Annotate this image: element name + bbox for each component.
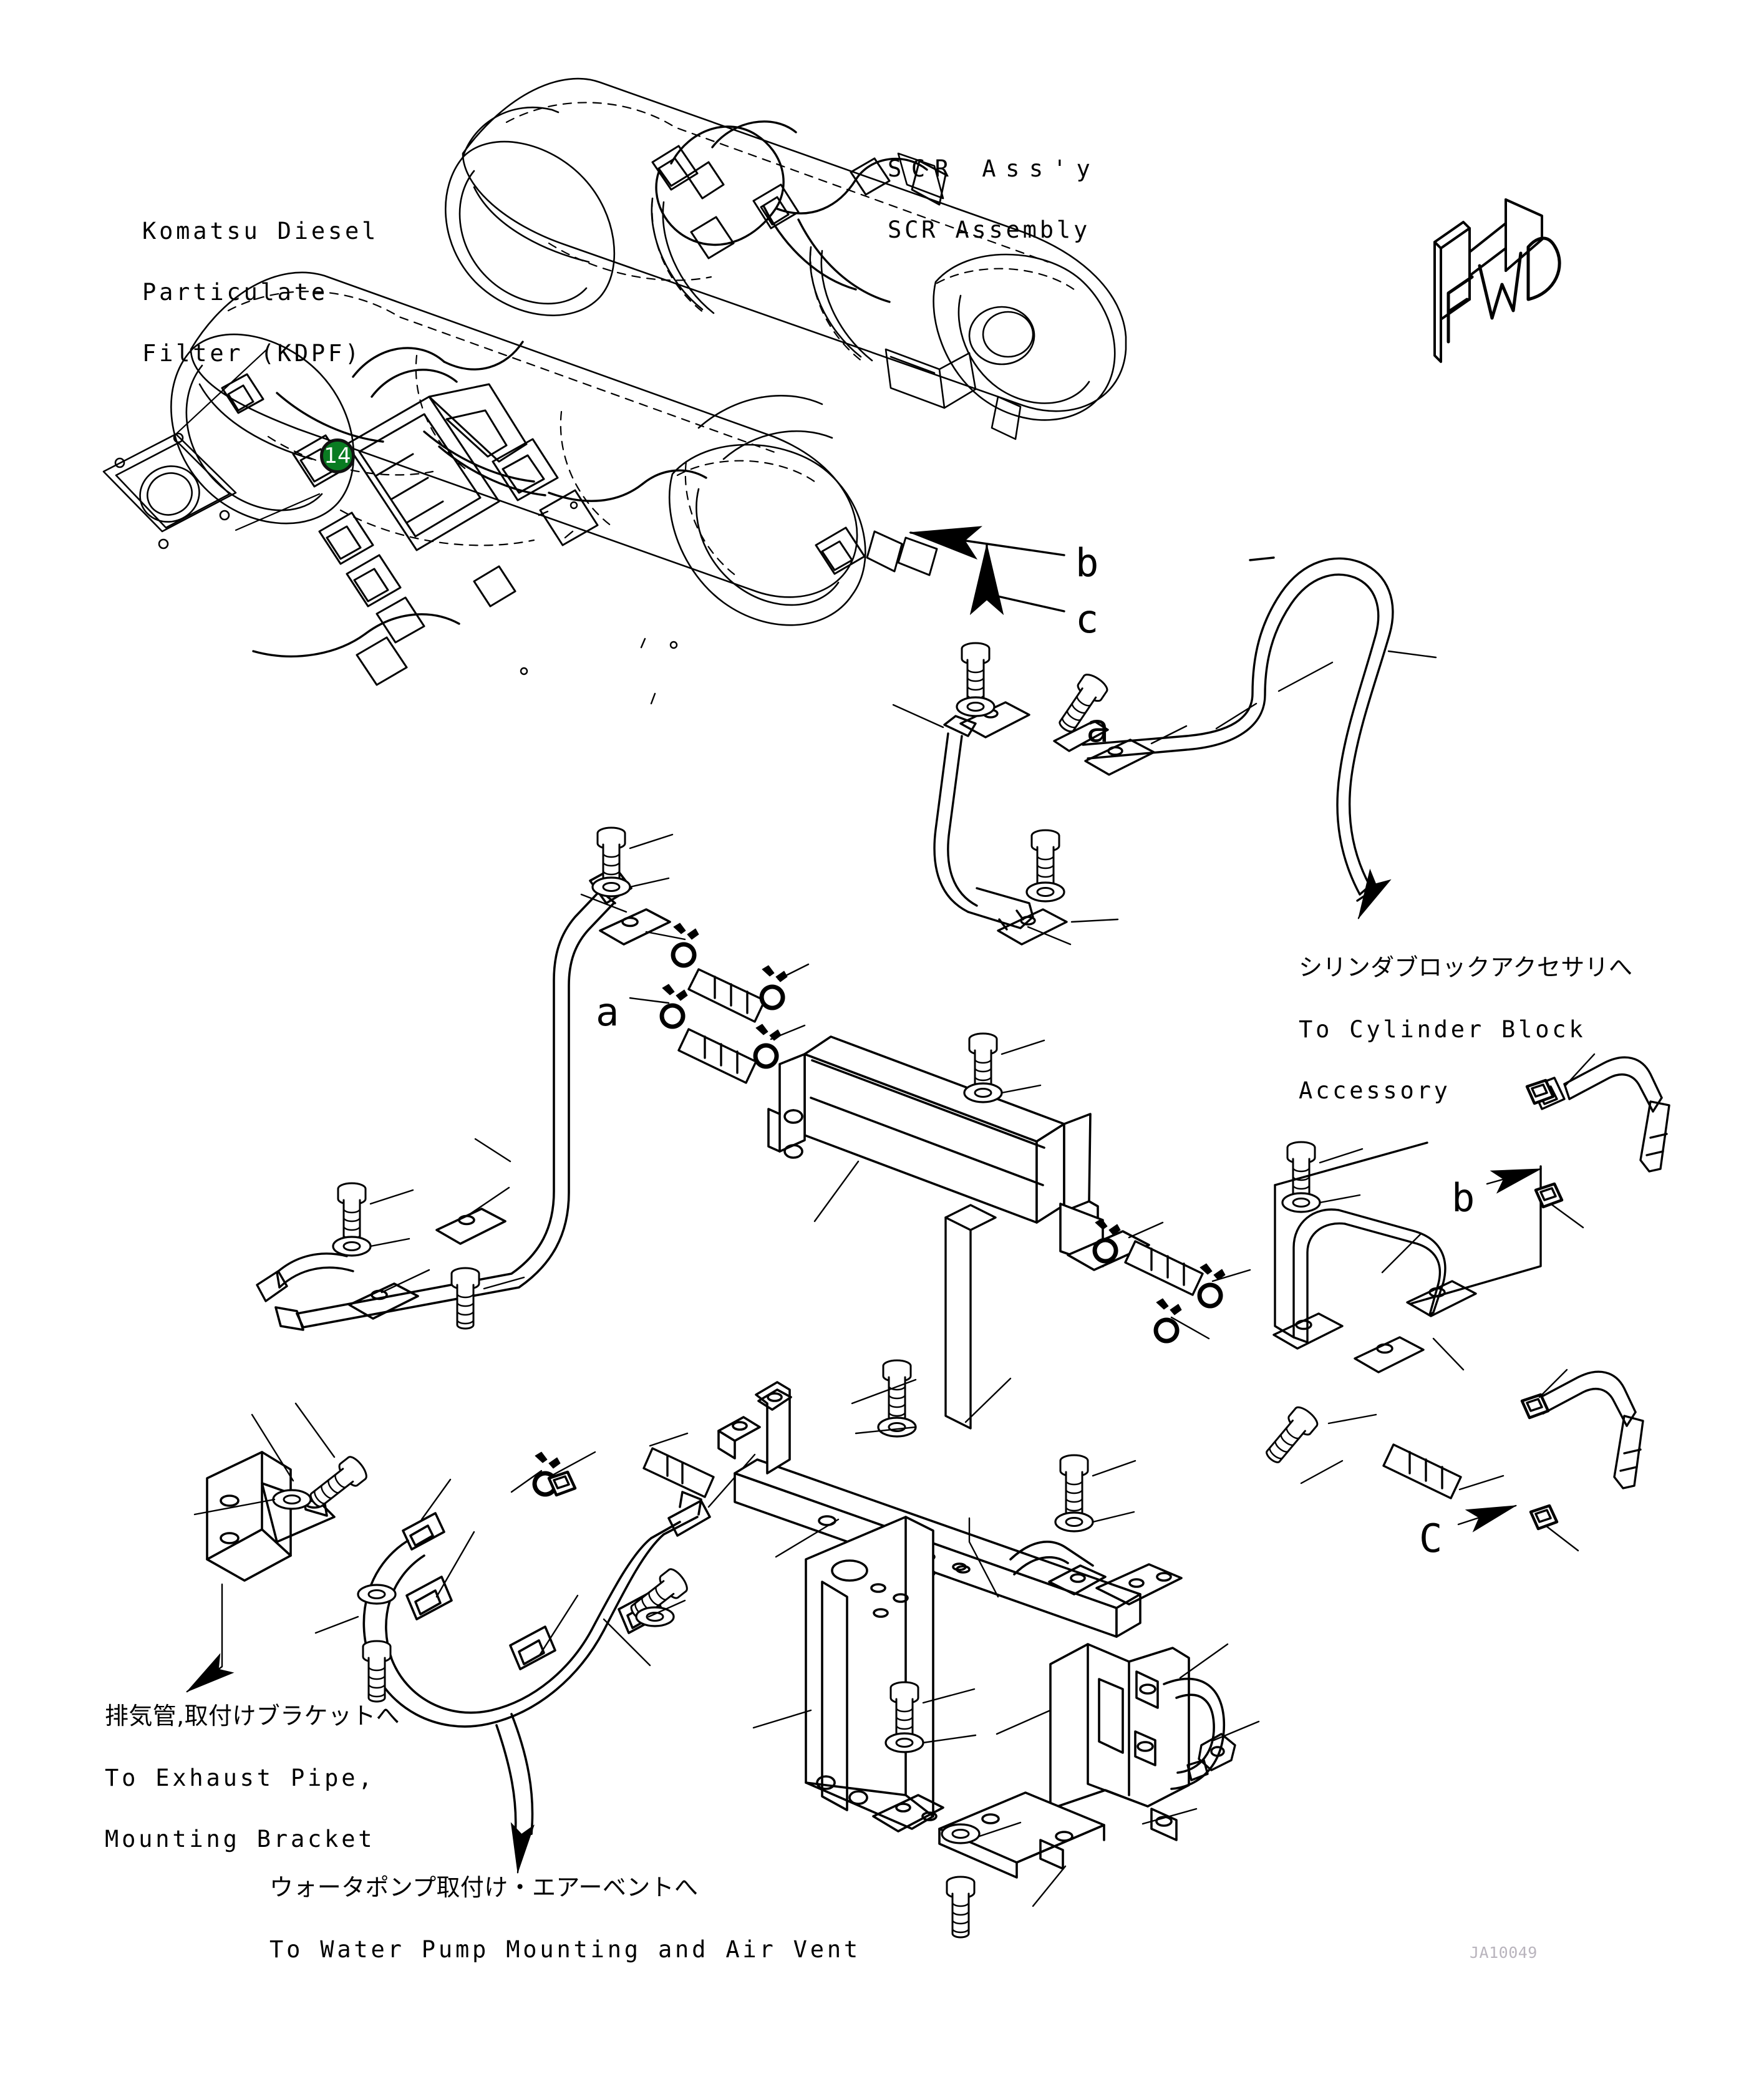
exh-line-jp: 排気管,取付けブラケットへ <box>105 1702 400 1730</box>
callout-b-top: b <box>1075 540 1099 586</box>
cyl-line-en1: To Cylinder Block <box>1299 1015 1586 1043</box>
label-to-cylinder-block: シリンダブロックアクセサリへ To Cylinder Block Accesso… <box>1299 923 1632 1136</box>
callout-b-right: b <box>1451 1175 1475 1221</box>
label-to-exhaust-pipe: 排気管,取付けブラケットへ To Exhaust Pipe, Mounting … <box>105 1672 400 1884</box>
exh-line-en2: Mounting Bracket <box>105 1825 376 1852</box>
label-kdpf: Komatsu Diesel Particulate Filter (KDPF) <box>142 187 379 399</box>
label-scr-assembly: SCR Ass'y SCR Assembly <box>888 125 1100 275</box>
wp-line-en: To Water Pump Mounting and Air Vent <box>269 1935 861 1963</box>
exh-line-en1: To Exhaust Pipe, <box>105 1764 376 1791</box>
callout-a-top: a <box>1086 705 1110 751</box>
kdpf-line-2: Particulate <box>142 279 328 306</box>
callout-a-middle: a <box>596 989 619 1035</box>
callout-c-top: c <box>1075 596 1099 642</box>
kdpf-line-1: Komatsu Diesel <box>142 218 379 245</box>
drawing-number: JA10049 <box>1470 1944 1538 1962</box>
cyl-line-en2: Accessory <box>1299 1077 1451 1104</box>
index-bubble-14[interactable]: 14 <box>320 438 355 473</box>
scr-line-jp: SCR Ass'y <box>888 155 1100 183</box>
kdpf-line-3: Filter (KDPF) <box>142 340 362 367</box>
scr-line-en: SCR Assembly <box>888 216 1091 244</box>
cyl-line-jp: シリンダブロックアクセサリへ <box>1299 954 1633 982</box>
label-to-water-pump: ウォータポンプ取付け・エアーベントへ To Water Pump Mountin… <box>269 1843 861 1995</box>
callout-c-right: C <box>1419 1516 1443 1561</box>
wp-line-jp: ウォータポンプ取付け・エアーベントへ <box>269 1874 699 1902</box>
